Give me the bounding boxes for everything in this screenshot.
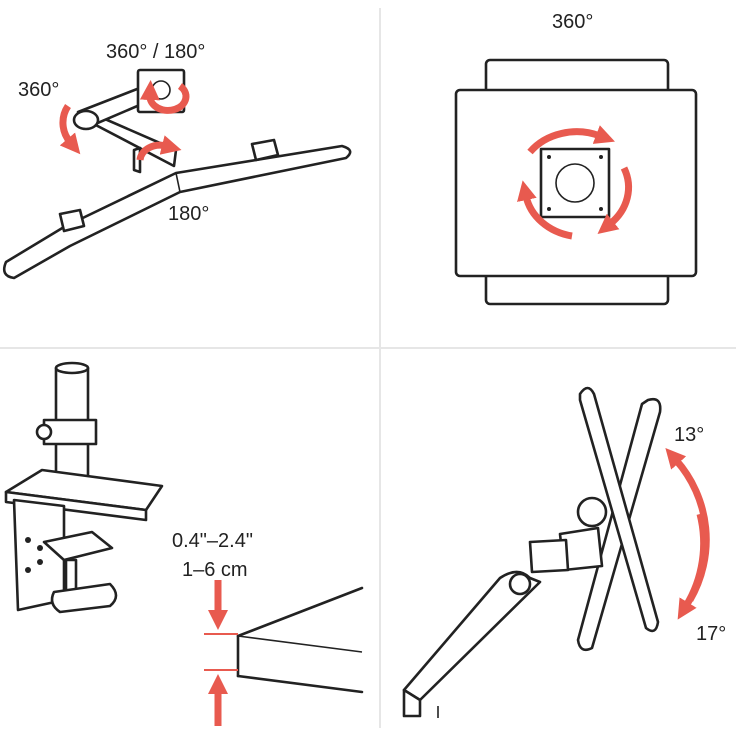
thickness-arrows [204,580,238,726]
monitor-illustration [454,58,698,306]
clamp-range-inches: 0.4"–2.4" [172,530,253,552]
rotation-arrows [517,125,633,240]
tilt-up-label: 13° [674,424,704,446]
monitor-rotate-label: 360° [552,11,593,33]
desk-edge-illustration [236,586,364,694]
arm-rotation-panel: 360° / 180° 360° 180° [2,41,352,280]
arm-swivel-label: 360° / 180° [106,41,205,63]
rotation-arrows [59,80,190,161]
clamp-range-cm: 1–6 cm [182,559,248,581]
tilt-arrow [665,448,710,620]
monitor-tilt-panel: 13° 17° [402,386,726,718]
tilt-down-label: 17° [696,623,726,645]
desk-clamp-panel: 0.4"–2.4" 1–6 cm [4,361,364,726]
arm-rotate-label: 360° [18,79,59,101]
crossbar-rotate-label: 180° [168,203,209,225]
monitor-rotation-panel: 360° [454,11,698,306]
clamp-illustration [4,361,164,614]
tilt-illustration [402,386,662,718]
arm-illustration [2,68,352,280]
